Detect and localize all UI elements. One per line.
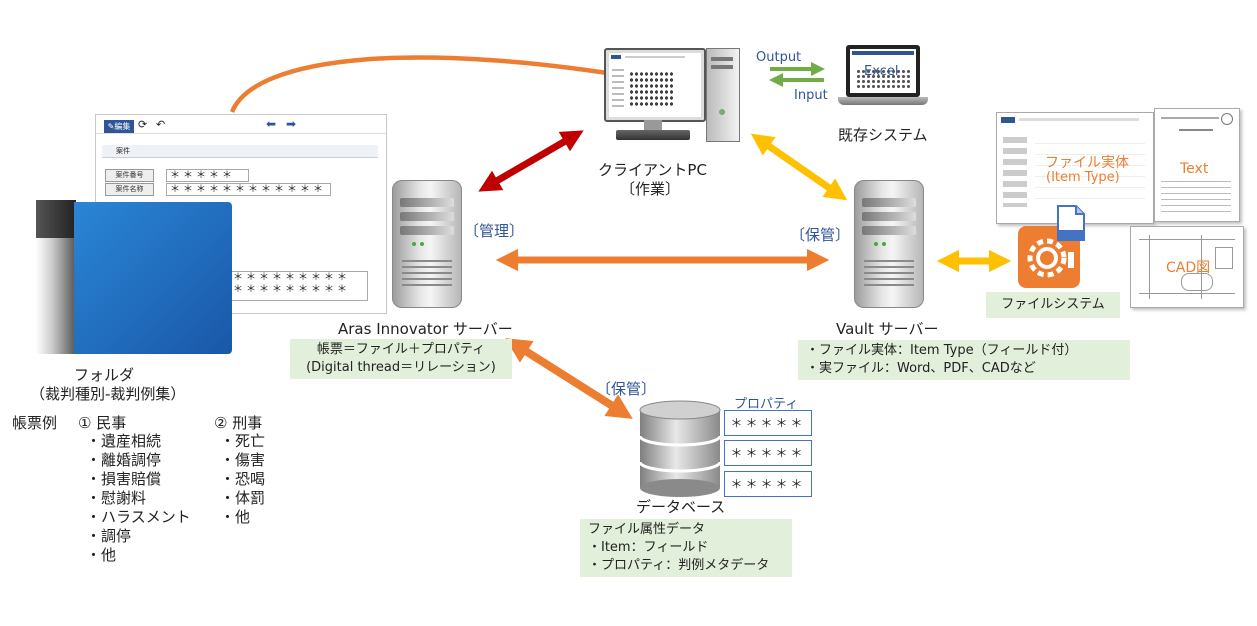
client-vault-arrow <box>750 133 848 201</box>
db-prop-box: ＊＊＊＊＊ <box>724 440 812 466</box>
laptop-icon <box>838 45 930 113</box>
list-item: ・恐喝 <box>220 470 266 488</box>
item-type-label2: (Item Type) <box>1046 170 1120 185</box>
aras-note-line2: (Digital thread＝リレーション) <box>306 360 496 375</box>
list-item: ・遺産相続 <box>86 432 162 450</box>
refresh-icon[interactable]: ⟳ <box>138 118 148 131</box>
aras-note-line1: 帳票＝ファイル＋プロパティ <box>316 342 486 357</box>
list-item: ・体罰 <box>220 489 266 507</box>
input-label: Input <box>794 88 828 103</box>
client-pc-label: クライアントPC <box>598 161 707 179</box>
db-note-title: ファイル属性データ <box>588 522 706 537</box>
vault-note-line1: ・ファイル実体：Item Type（フィールド付） <box>806 343 1078 358</box>
aras-database-arrow <box>505 338 633 419</box>
gear-icon <box>1027 238 1074 278</box>
edit-button[interactable]: ✎編集 <box>104 120 134 133</box>
civil-list: ・遺産相続 ・離婚調停 ・損害賠償 ・慰謝料 ・ハラスメント ・調停 ・他 <box>86 432 191 565</box>
list-item: ・ハラスメント <box>86 508 191 526</box>
list-item: ・死亡 <box>220 432 266 450</box>
list-item: ・調停 <box>86 527 132 545</box>
arrow-left-icon[interactable]: ⬅ <box>266 117 277 131</box>
forms-list-title: 帳票例 <box>12 414 58 432</box>
vault-server-icon <box>854 180 924 308</box>
list-item: ・他 <box>86 546 117 564</box>
db-note-line2: ・プロパティ：判例メタデータ <box>588 558 770 573</box>
list-item: ・慰謝料 <box>86 489 147 507</box>
db-prop-box: ＊＊＊＊＊ <box>724 410 812 436</box>
db-props-title: プロパティ <box>734 397 799 412</box>
folder-sub-label: （裁判種別-裁判例集） <box>30 385 186 403</box>
list-item: ・傷害 <box>220 451 266 469</box>
database-icon <box>638 400 722 497</box>
form-toolbar: ✎編集 ⟳ ↶ ⬅ ➡ <box>96 115 386 134</box>
list-item: ・他 <box>220 508 251 526</box>
criminal-list: ・死亡 ・傷害 ・恐喝 ・体罰 ・他 <box>220 432 265 527</box>
db-note: ファイル属性データ ・Item：フィールド ・プロパティ：判例メタデータ <box>580 519 792 577</box>
field-label: 案件番号 <box>105 169 154 182</box>
vault-server-label: Vault サーバー <box>836 320 939 338</box>
field-label: 案件名称 <box>105 183 154 196</box>
form-tab-bar: 案件 <box>102 145 378 158</box>
form-to-client-arrow <box>229 55 658 113</box>
excel-label: Excel <box>864 64 899 79</box>
text-document <box>1154 108 1240 222</box>
db-note-line1: ・Item：フィールド <box>588 540 709 555</box>
aras-note: 帳票＝ファイル＋プロパティ (Digital thread＝リレーション) <box>290 339 512 379</box>
aras-role: 〔管理〕 <box>464 222 525 240</box>
memo-line: ＊＊＊＊＊＊＊＊＊ <box>233 284 350 295</box>
memo-line: ＊＊＊＊＊＊＊＊＊ <box>233 272 350 283</box>
list-item: ・損害賠償 <box>86 470 162 488</box>
client-pc-icon <box>604 48 740 160</box>
filesystem-label: ファイルシステム <box>986 292 1120 318</box>
form-tab[interactable]: 案件 <box>116 147 130 155</box>
folder-icon <box>36 200 232 354</box>
vault-role: 〔保管〕 <box>790 226 851 244</box>
memo-box: ＊＊＊＊＊＊＊＊＊ ＊＊＊＊＊＊＊＊＊ <box>226 271 368 301</box>
db-role: 〔保管〕 <box>596 380 657 398</box>
text-doc-label: Text <box>1180 161 1209 177</box>
civil-title: ① 民事 <box>78 414 127 432</box>
client-pc-role: 〔作業〕 <box>620 180 681 198</box>
db-label: データベース <box>636 498 726 516</box>
cad-document <box>1130 226 1244 308</box>
list-item: ・離婚調停 <box>86 451 162 469</box>
vault-note: ・ファイル実体：Item Type（フィールド付） ・実ファイル：Word、PD… <box>798 340 1130 380</box>
db-prop-box: ＊＊＊＊＊ <box>724 471 812 497</box>
vault-note-line2: ・実ファイル：Word、PDF、CADなど <box>806 361 1036 376</box>
criminal-title: ② 刑事 <box>214 414 263 432</box>
undo-icon[interactable]: ↶ <box>156 118 166 131</box>
folder-label: フォルダ <box>74 366 135 384</box>
cad-doc-label: CAD図 <box>1166 260 1211 276</box>
aras-server-label: Aras Innovator サーバー <box>338 320 513 338</box>
aras-server-icon <box>392 180 462 308</box>
field-value[interactable]: ＊＊＊＊＊ <box>166 169 249 182</box>
arrow-right-icon[interactable]: ➡ <box>286 117 297 131</box>
field-value[interactable]: ＊＊＊＊＊＊＊＊＊＊＊＊ <box>166 183 331 196</box>
edit-icon: ✎ <box>107 122 115 131</box>
document-icon <box>1057 205 1085 241</box>
output-label: Output <box>756 50 802 65</box>
legacy-system-label: 既存システム <box>838 126 928 144</box>
item-type-label: ファイル実体 <box>1045 155 1129 171</box>
aras-client-arrow <box>478 130 584 192</box>
